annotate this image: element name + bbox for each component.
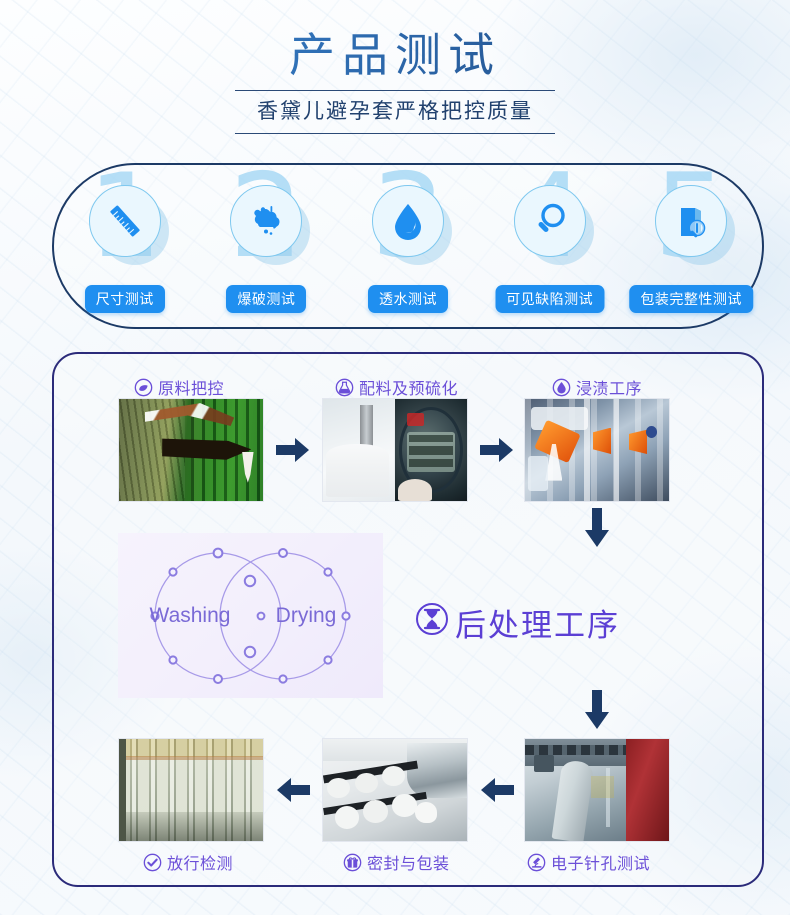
process-label-text: 电子针孔测试 — [551, 856, 651, 873]
process-label-raw-material: 原料把控 — [134, 375, 224, 399]
gift-box-circle-icon — [343, 853, 362, 872]
process-label-dipping: 浸渍工序 — [552, 375, 642, 399]
flask-circle-icon — [335, 378, 354, 397]
burst-cloud-icon — [230, 185, 303, 257]
page-subtitle: 香黛儿避孕套严格把控质量 — [235, 90, 555, 134]
flow-arrow-left-1 — [276, 777, 310, 808]
process-photo-condoms-on-mandrels — [118, 738, 264, 842]
process-label-text: 浸渍工序 — [576, 381, 643, 398]
post-treatment-title: 后处理工序 — [415, 600, 620, 645]
microscope-circle-icon — [527, 853, 546, 872]
test-step-4[interactable]: 4 可见缺陷测试 — [479, 159, 621, 327]
step-label-2[interactable]: 爆破测试 — [226, 285, 307, 313]
flow-arrow-right-1 — [276, 437, 310, 468]
process-label-text: 放行检测 — [167, 856, 234, 873]
package-inspect-icon — [655, 185, 728, 257]
flow-arrow-down-1 — [584, 508, 610, 553]
step-label-3[interactable]: 透水测试 — [367, 285, 448, 313]
process-label-text: 配料及预硫化 — [359, 381, 459, 398]
process-photo-rubber-tree-tapping — [118, 398, 264, 502]
test-step-2[interactable]: 2 爆破测试 — [196, 159, 338, 327]
check-circle-icon — [143, 853, 162, 872]
process-photo-latex-mixing-and-timer — [322, 398, 468, 502]
test-step-5[interactable]: 5 包装完整性测试 — [620, 159, 762, 327]
leaf-circle-icon — [134, 378, 153, 397]
hourglass-circle-icon — [415, 602, 449, 644]
process-label-release-inspection: 放行检测 — [143, 850, 233, 874]
process-photo-packaging-machine — [322, 738, 468, 842]
page-header: 产品测试 香黛儿避孕套严格把控质量 — [0, 26, 790, 134]
test-step-3[interactable]: 3 透水测试 — [337, 159, 479, 327]
flow-arrow-right-2 — [480, 437, 514, 468]
water-drop-icon — [371, 185, 444, 257]
process-photo-dipping-line — [524, 398, 670, 502]
page-title: 产品测试 — [0, 26, 790, 84]
post-treatment-title-text: 后处理工序 — [455, 608, 620, 643]
ruler-icon — [88, 185, 161, 257]
test-step-1[interactable]: 1 — [54, 159, 196, 327]
process-label-text: 原料把控 — [158, 381, 225, 398]
svg-text:Washing: Washing — [150, 604, 231, 627]
flow-arrow-down-2 — [584, 690, 610, 735]
process-label-pinhole-test: 电子针孔测试 — [527, 850, 650, 874]
flow-arrow-left-2 — [480, 777, 514, 808]
process-label-sealing-packaging: 密封与包装 — [343, 850, 450, 874]
post-treatment-venn-diagram: Washing Drying — [118, 533, 383, 698]
process-photo-pinhole-tester — [524, 738, 670, 842]
step-label-1[interactable]: 尺寸测试 — [84, 285, 165, 313]
droplet-circle-icon — [552, 378, 571, 397]
step-label-4[interactable]: 可见缺陷测试 — [495, 285, 605, 313]
process-label-compound: 配料及预硫化 — [335, 375, 458, 399]
magnifier-icon — [513, 185, 586, 257]
step-label-5[interactable]: 包装完整性测试 — [629, 285, 753, 313]
tests-panel: 1 — [52, 159, 764, 329]
process-label-text: 密封与包装 — [367, 856, 450, 873]
svg-text:Drying: Drying — [276, 604, 337, 627]
